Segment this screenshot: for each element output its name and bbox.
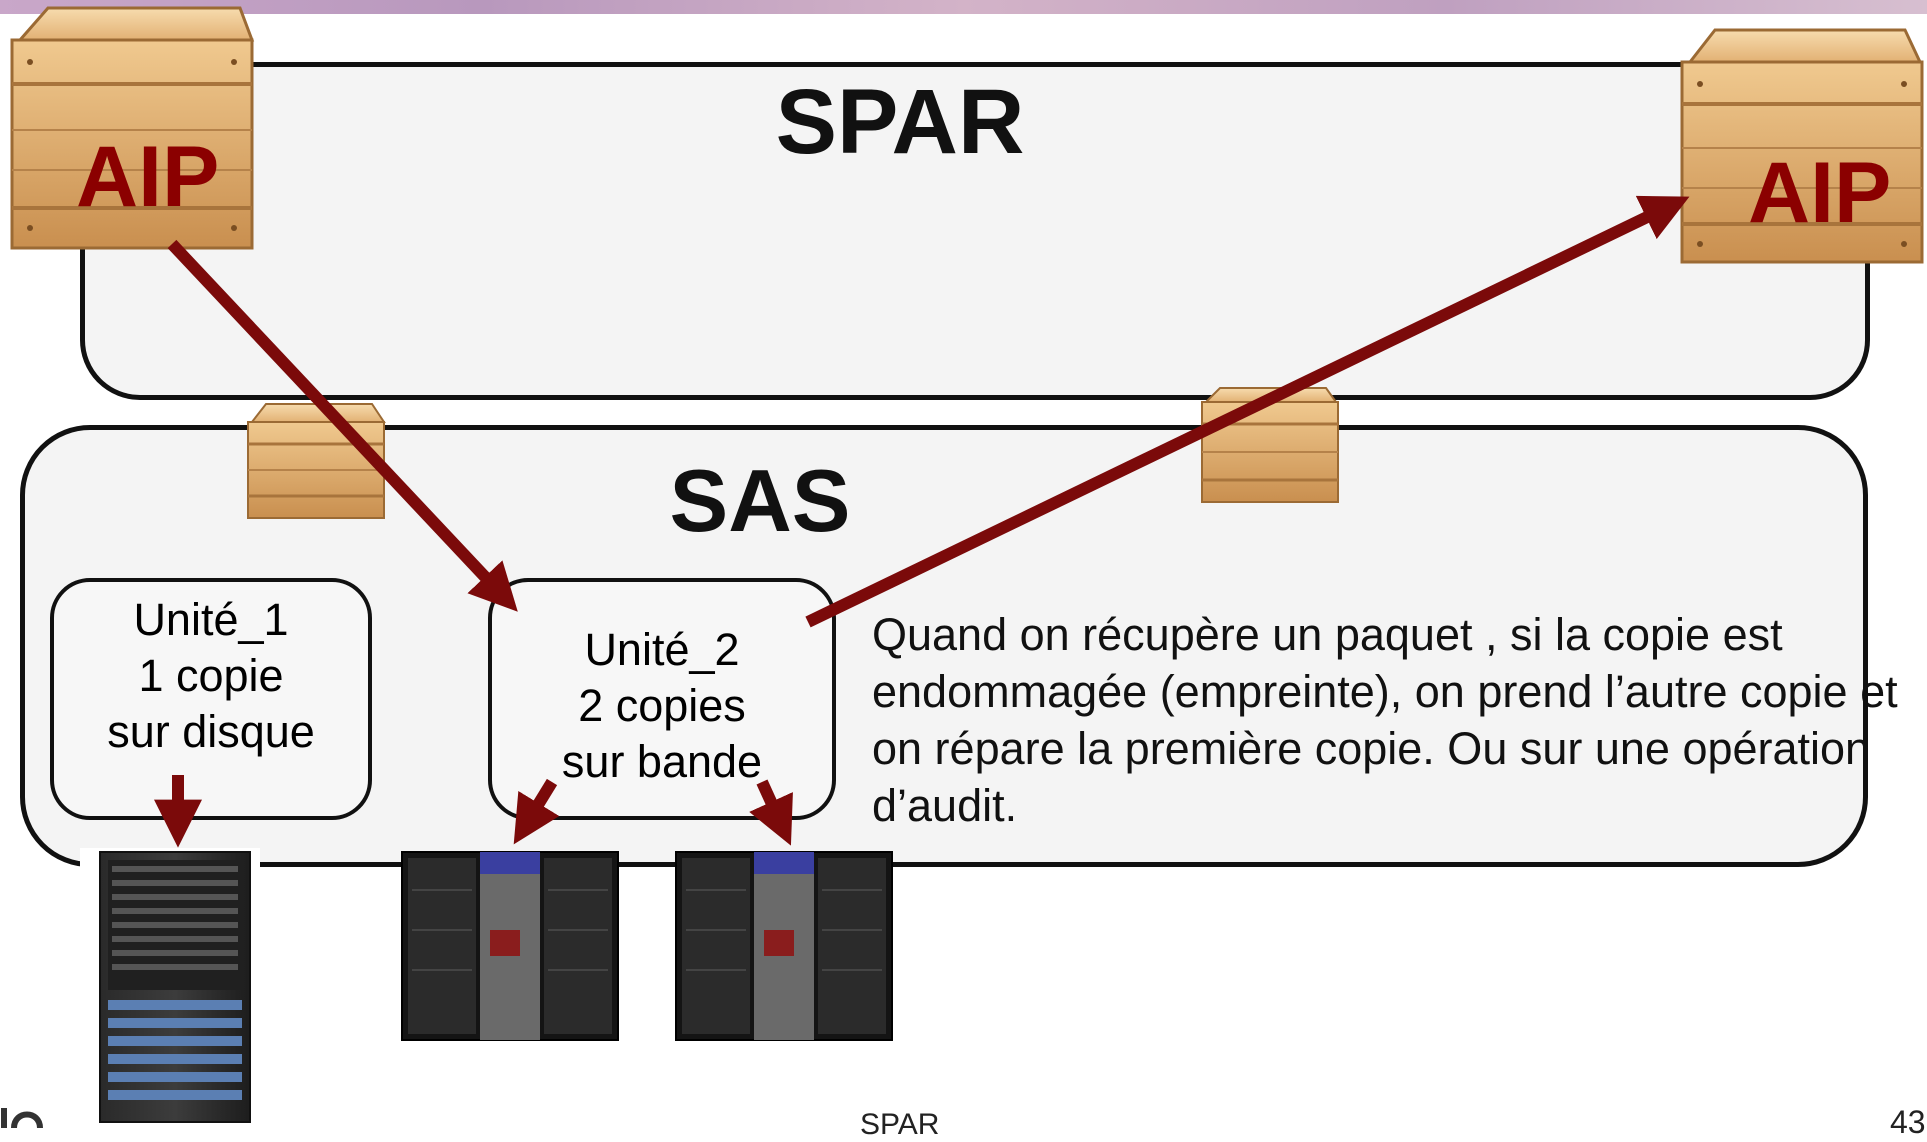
unit-1-medium: sur disque <box>107 706 315 757</box>
aip-label-left: AIP <box>76 129 220 225</box>
sas-title: SAS <box>669 451 851 550</box>
page-number: 43 <box>1890 1104 1926 1140</box>
unit-1-copies: 1 copie <box>138 650 284 701</box>
unit-2-box: Unité_2 2 copies sur bande <box>488 578 836 820</box>
unit-2-medium: sur bande <box>561 736 763 787</box>
arrow-unit2-to-tape1 <box>513 778 560 845</box>
arrow-unit2-to-aip <box>805 195 1690 628</box>
spar-title: SPAR <box>775 71 1025 173</box>
unit-1-box: Unité_1 1 copie sur disque <box>50 578 372 820</box>
arrow-unit2-to-tape2 <box>749 779 793 846</box>
decorative-top-strip <box>0 0 1927 14</box>
unit-1-name: Unité_1 <box>133 594 289 645</box>
logo-icon <box>0 1100 52 1130</box>
unit-2-copies: 2 copies <box>578 680 746 731</box>
tape-library-icon-2 <box>675 851 893 1041</box>
unit-2-name: Unité_2 <box>584 624 740 675</box>
footer-text: SPAR <box>860 1108 940 1141</box>
crate-icon-aip-right <box>1680 28 1924 264</box>
arrow-aip-to-unit2 <box>167 239 518 612</box>
crate-icon-small-left <box>247 403 386 519</box>
crate-icon-aip-left <box>10 6 255 250</box>
description-text: Quand on récupère un paquet , si la copi… <box>872 609 1898 831</box>
aip-label-right: AIP <box>1748 145 1892 241</box>
disk-server-icon <box>80 848 260 1130</box>
tape-library-icon-1 <box>401 851 619 1041</box>
